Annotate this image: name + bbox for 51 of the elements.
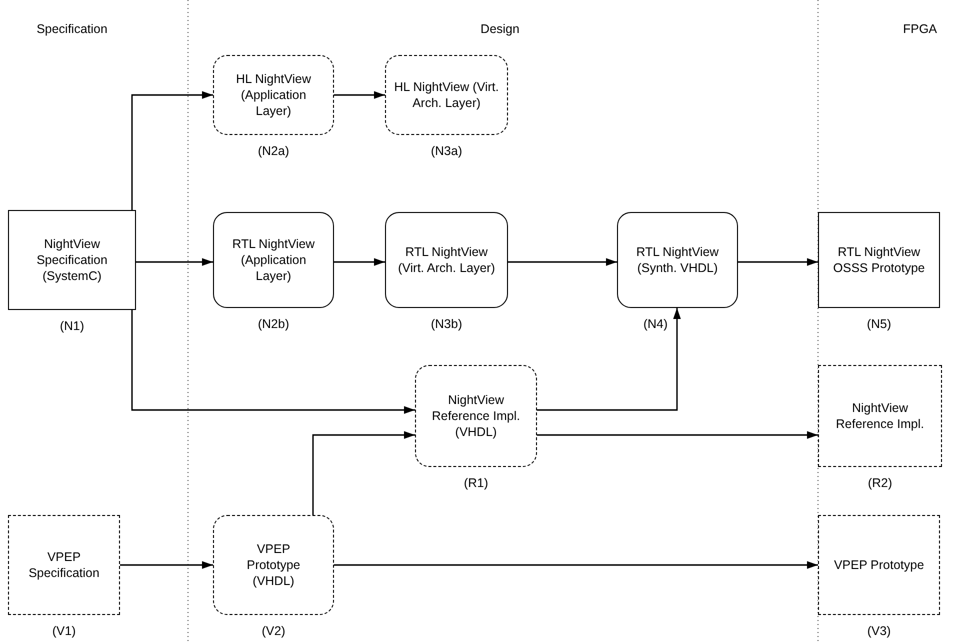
node-id-label: (N3b) xyxy=(430,317,462,331)
node-label: VPEP Specification xyxy=(28,548,100,582)
node-id-label: (N3a) xyxy=(430,144,462,158)
column-heading: Specification xyxy=(36,22,108,36)
process-box xyxy=(213,212,334,308)
node-id-label: (N2a) xyxy=(258,144,290,158)
process-box xyxy=(213,515,334,615)
node-label: RTL NightView OSSS Prototype xyxy=(832,244,926,276)
column-heading: Design xyxy=(480,22,520,36)
process-box xyxy=(415,365,537,467)
arrow xyxy=(537,308,681,411)
block-box xyxy=(818,212,940,308)
node-id-label: (R2) xyxy=(868,476,892,490)
node-label: HL NightView (Application Layer) xyxy=(234,70,312,120)
block-box xyxy=(818,365,942,467)
node-label: NightView Reference Impl. (VHDL) xyxy=(430,392,522,440)
arrow xyxy=(120,561,213,569)
node-id-label: (N1) xyxy=(60,319,84,333)
process-box xyxy=(617,212,738,308)
block-box xyxy=(8,210,136,310)
node-label: NightView Reference Impl. xyxy=(834,400,926,432)
node-id-label: (V3) xyxy=(867,624,891,638)
arrow xyxy=(312,431,415,515)
arrow xyxy=(131,91,213,210)
node-id-label: (N5) xyxy=(866,317,892,331)
node-label: RTL NightView (Virt. Arch. Layer) xyxy=(396,244,496,276)
process-box xyxy=(385,212,508,308)
node-label: RTL NightView (Synth. VHDL) xyxy=(635,244,720,276)
block-box xyxy=(8,515,120,615)
arrow xyxy=(334,258,385,266)
node-id-label: (V2) xyxy=(262,624,286,638)
arrow xyxy=(508,258,617,266)
arrow xyxy=(334,91,385,99)
arrow xyxy=(537,431,818,439)
process-box xyxy=(213,55,334,135)
node-id-label: (N2b) xyxy=(258,317,290,331)
arrow xyxy=(738,258,818,266)
process-box xyxy=(385,55,508,135)
arrow xyxy=(334,561,818,569)
node-label: NightView Specification (SystemC) xyxy=(36,236,108,284)
node-label: VPEP Prototype (VHDL) xyxy=(246,540,302,590)
node-id-label: (R1) xyxy=(464,476,488,490)
node-label: VPEP Prototype xyxy=(834,556,924,574)
node-label: HL NightView (Virt. Arch. Layer) xyxy=(394,78,499,112)
arrow xyxy=(131,310,415,414)
arrow xyxy=(136,258,213,266)
node-id-label: (V1) xyxy=(52,624,76,638)
block-box xyxy=(818,515,940,615)
column-heading: FPGA xyxy=(902,22,938,36)
node-id-label: (N4) xyxy=(643,317,668,331)
node-label: RTL NightView (Application Layer) xyxy=(231,236,316,284)
